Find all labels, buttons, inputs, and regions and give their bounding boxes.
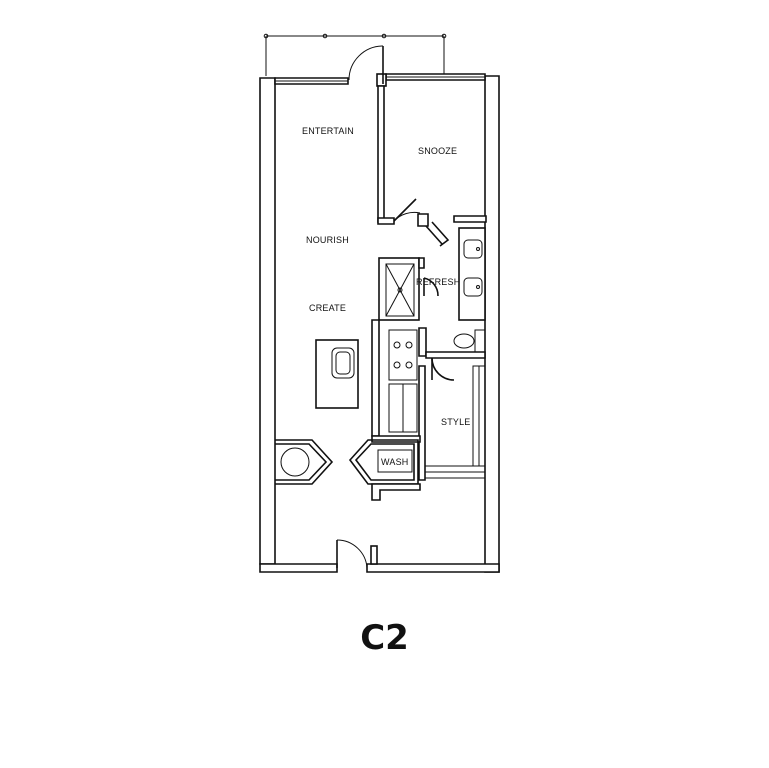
room-label-refresh: REFRESH	[416, 277, 460, 287]
closet	[418, 365, 486, 481]
plan-title: C2	[360, 618, 409, 658]
room-label-snooze: SNOOZE	[418, 146, 457, 156]
room-label-create: CREATE	[309, 303, 346, 313]
bathroom	[378, 227, 486, 381]
kitchen-counters	[371, 319, 418, 437]
room-label-entertain: ENTERTAIN	[302, 126, 354, 136]
room-label-nourish: NOURISH	[306, 235, 349, 245]
balcony-door	[348, 45, 384, 84]
entry-door	[336, 539, 378, 569]
kitchen-island	[315, 339, 359, 409]
utility-closet	[275, 439, 334, 485]
bedroom-walls	[377, 85, 487, 247]
room-label-wash: WASH	[381, 457, 408, 467]
balcony	[263, 33, 447, 76]
laundry	[348, 435, 421, 501]
room-label-style: STYLE	[441, 417, 471, 427]
